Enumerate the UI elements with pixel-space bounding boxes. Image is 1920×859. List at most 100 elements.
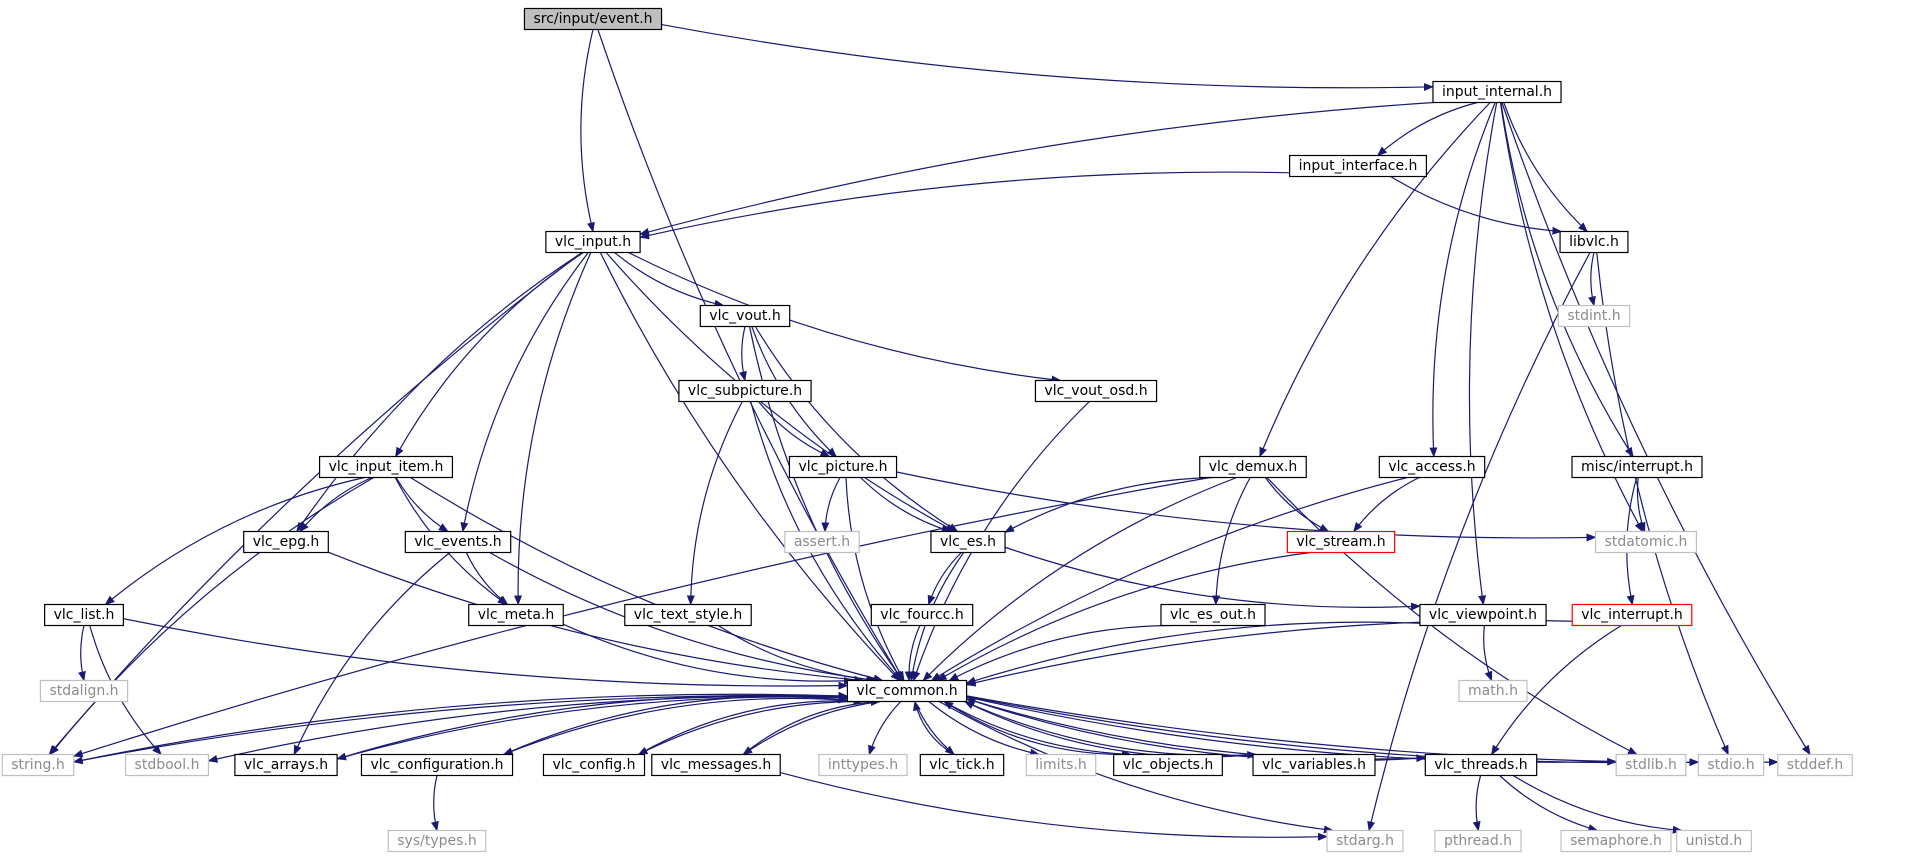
node-input-interface[interactable]: input_interface.h [1289,154,1427,178]
edge-line [638,697,864,756]
node-vlc-variables[interactable]: vlc_variables.h [1252,753,1376,777]
node-vlc-messages[interactable]: vlc_messages.h [651,753,781,777]
node-vlc-epg[interactable]: vlc_epg.h [243,530,329,554]
edge-vlc-picture-to-vlc-es [860,477,952,533]
node-vlc-config[interactable]: vlc_config.h [542,753,646,777]
node-input-internal[interactable]: input_internal.h [1432,80,1562,104]
node-vlc-events[interactable]: vlc_events.h [404,530,512,554]
edge-line [1491,624,1622,756]
edge-line [965,621,1420,685]
node-vlc-text-style[interactable]: vlc_text_style.h [624,603,752,627]
edge-line [860,477,952,533]
edge-line [1367,252,1591,832]
node-label: sys/types.h [397,833,476,849]
node-vlc-input[interactable]: vlc_input.h [545,230,641,254]
edge-vlc-viewpoint-to-math [1483,625,1493,682]
edge-input-internal-to-vlc-input [639,101,1434,236]
edge-vlc-vout-to-vlc-common [748,326,904,682]
node-misc-interrupt[interactable]: misc/interrupt.h [1571,455,1703,479]
node-label: stdint.h [1567,308,1620,324]
edge-event-to-vlc-input [580,29,595,233]
node-vlc-common[interactable]: vlc_common.h [846,679,968,703]
edge-line [296,251,583,533]
node-label: vlc_fourcc.h [880,607,963,623]
edge-vlc-input-item-to-vlc-events [395,477,449,533]
edge-input-internal-to-libvlc [1503,102,1588,233]
node-vlc-vout-osd[interactable]: vlc_vout_osd.h [1034,379,1158,403]
edge-line [48,252,583,756]
node-vlc-input-item[interactable]: vlc_input_item.h [318,455,454,479]
node-stdarg: stdarg.h [1326,829,1404,853]
node-vlc-access[interactable]: vlc_access.h [1378,455,1486,479]
edge-vlc-objects-to-vlc-common [943,700,1131,756]
node-vlc-demux[interactable]: vlc_demux.h [1199,455,1307,479]
edge-vlc-common-to-vlc-tick [914,701,955,756]
node-vlc-stream[interactable]: vlc_stream.h [1286,530,1396,554]
node-label: vlc_input.h [555,234,631,250]
node-vlc-list[interactable]: vlc_list.h [44,603,124,627]
node-box [545,230,641,254]
node-vlc-es[interactable]: vlc_es.h [930,530,1006,554]
edge-misc-interrupt-to-stdatomic [1636,477,1646,533]
node-vlc-threads[interactable]: vlc_threads.h [1424,753,1538,777]
node-vlc-tick[interactable]: vlc_tick.h [919,753,1005,777]
node-box [1025,753,1097,777]
node-vlc-fourcc[interactable]: vlc_fourcc.h [870,603,974,627]
node-semaphore: semaphore.h [1560,829,1672,853]
node-vlc-vout[interactable]: vlc_vout.h [699,304,791,328]
node-vlc-arrays[interactable]: vlc_arrays.h [234,753,338,777]
node-label: vlc_objects.h [1123,757,1214,773]
edge-line [1512,774,1683,834]
node-box [1676,829,1752,853]
node-box [1432,80,1562,104]
node-vlc-viewpoint[interactable]: vlc_viewpoint.h [1419,603,1547,627]
node-vlc-configuration[interactable]: vlc_configuration.h [360,753,514,777]
node-vlc-picture[interactable]: vlc_picture.h [788,455,898,479]
node-box [1326,829,1404,853]
edge-vlc-subpicture-to-vlc-picture [758,401,831,458]
edge-line [930,476,1408,682]
node-event[interactable]: src/input/event.h [523,7,663,31]
node-label: vlc_list.h [54,607,115,623]
edge-line [597,29,903,682]
edge-vlc-common-to-vlc-configuration [502,697,848,756]
node-box [318,455,454,479]
node-label: limits.h [1035,757,1086,773]
node-box [542,753,646,777]
node-vlc-interrupt[interactable]: vlc_interrupt.h [1571,603,1693,627]
edge-libvlc-to-stdio [1596,252,1729,756]
edge-vlc-fourcc-to-vlc-common [904,625,921,682]
node-label: vlc_es_out.h [1170,607,1256,623]
edge-line [943,700,1131,756]
node-box [1034,379,1158,403]
node-box [1777,753,1853,777]
nodes-layer: src/input/event.h input_internal.h input_i… [1,7,1853,853]
node-vlc-subpicture[interactable]: vlc_subpicture.h [678,379,812,403]
node-box [1,753,75,777]
edge-vlc-input-to-vlc-input-item [395,252,584,458]
edge-line [754,326,959,533]
node-label: stdbool.h [135,757,200,773]
edge-vlc-common-to-vlc-config [637,700,863,756]
node-libvlc[interactable]: libvlc.h [1559,230,1629,254]
edge-line [717,624,878,684]
node-label: input_interface.h [1299,158,1418,174]
edge-libvlc-to-stdarg [1367,252,1591,832]
node-label: vlc_tick.h [929,757,994,773]
edge-vlc-input-to-vlc-vout [614,252,725,308]
node-box [870,603,974,627]
edge-line [502,697,848,756]
node-label: vlc_common.h [856,683,957,699]
edge-line [904,625,921,682]
edge-input-internal-to-input-interface [1376,101,1478,157]
node-vlc-meta[interactable]: vlc_meta.h [468,603,564,627]
node-box [651,753,781,777]
node-vlc-es-out[interactable]: vlc_es_out.h [1160,603,1266,627]
edge-line [1429,102,1496,458]
node-vlc-objects[interactable]: vlc_objects.h [1113,753,1223,777]
edge-vlc-common-to-stdlib [966,696,1618,766]
node-box [624,603,752,627]
edge-line [599,252,901,682]
node-label: vlc_demux.h [1209,459,1298,475]
edge-line [1004,476,1214,533]
